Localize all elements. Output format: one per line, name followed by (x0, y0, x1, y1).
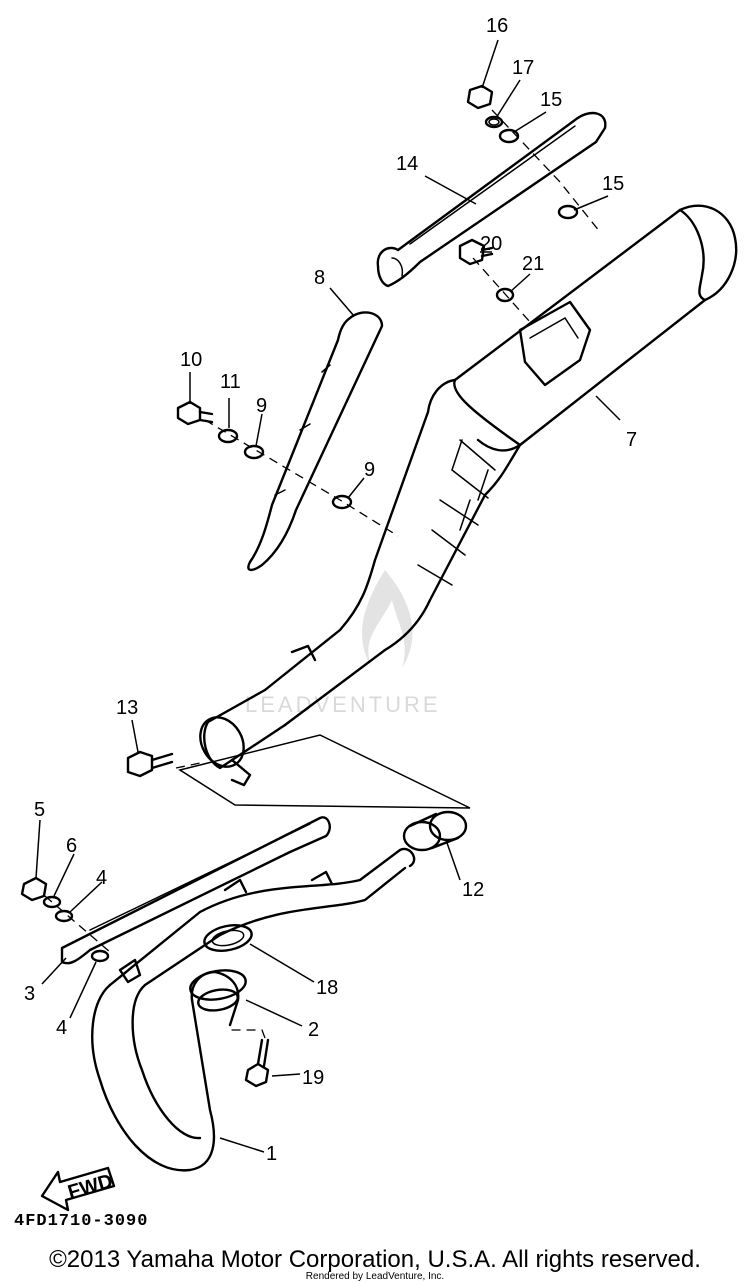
watermark: LEADVENTURE (245, 570, 441, 717)
callouts: 16 17 15 14 15 20 21 8 10 11 9 9 7 13 5 … (24, 15, 637, 1165)
flange (189, 969, 247, 1012)
callout-2: 2 (308, 1019, 319, 1041)
callout-8: 8 (314, 267, 325, 289)
callout-5: 5 (34, 799, 45, 821)
muffler (199, 204, 738, 787)
callout-6: 6 (66, 835, 77, 857)
callout-4b: 4 (56, 1017, 67, 1039)
watermark-text: LEADVENTURE (245, 692, 441, 717)
diagram-code: 4FD1710-3090 (14, 1212, 149, 1231)
callout-15b: 15 (602, 173, 624, 195)
heat-shield-left (247, 311, 384, 572)
washer-6 (42, 895, 62, 909)
callout-14: 14 (396, 153, 418, 175)
callout-20: 20 (480, 233, 502, 255)
washer-15b (557, 204, 579, 220)
callout-11: 11 (220, 371, 241, 393)
bolt-20 (458, 238, 494, 266)
bolt-13 (126, 750, 174, 778)
callout-16: 16 (486, 15, 508, 37)
callout-3: 3 (24, 983, 35, 1005)
rendered-by-text: Rendered by LeadVenture, Inc. (305, 1271, 445, 1282)
washer-4b (90, 949, 110, 963)
bolt-5 (20, 876, 48, 902)
callout-12: 12 (462, 879, 484, 901)
leader-lines (35, 39, 621, 1153)
fwd-label: FWD (65, 1170, 115, 1204)
bolt-19 (244, 1038, 270, 1088)
washer-21 (495, 287, 515, 303)
washer-4a (54, 909, 74, 923)
callout-7: 7 (626, 429, 637, 451)
fwd-arrow: FWD (40, 1166, 115, 1212)
joint-gasket (402, 810, 468, 852)
callout-4a: 4 (96, 867, 107, 889)
exhaust-diagram: LEADVENTURE (20, 15, 738, 1212)
callout-10: 10 (180, 349, 202, 371)
spring-washer-17 (484, 115, 504, 129)
heat-shield-top (376, 111, 607, 288)
callout-9b: 9 (364, 459, 375, 481)
header-protector (60, 816, 331, 965)
callout-9a: 9 (256, 395, 267, 417)
washer-15a (498, 128, 520, 144)
spring-washer-11 (217, 428, 239, 444)
callout-15a: 15 (540, 89, 562, 111)
gasket (203, 924, 253, 952)
callout-1: 1 (266, 1143, 277, 1165)
bolt-16 (466, 84, 494, 110)
callout-17: 17 (512, 57, 534, 79)
washer-9a (243, 444, 265, 460)
copyright-text: ©2013 Yamaha Motor Corporation, U.S.A. A… (49, 1246, 701, 1273)
alignment-lines (44, 109, 601, 1039)
callout-21: 21 (522, 253, 544, 275)
washer-9b (331, 494, 353, 510)
callout-19: 19 (302, 1067, 324, 1089)
exhaust-pipe (91, 847, 416, 1172)
callout-13: 13 (116, 697, 138, 719)
callout-18: 18 (316, 977, 338, 999)
